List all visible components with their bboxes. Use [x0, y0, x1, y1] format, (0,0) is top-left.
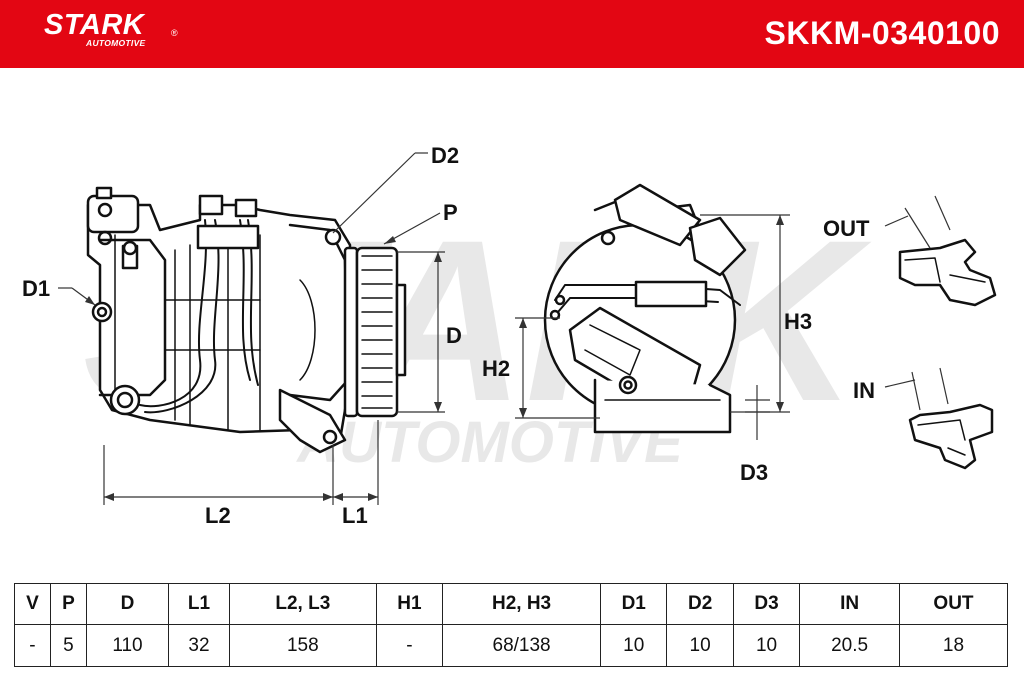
specs-header-cell: L2, L3 [228, 583, 377, 625]
brand-subtitle: AUTOMOTIVE [86, 38, 146, 48]
specs-value-cell: 158 [228, 624, 377, 667]
specs-value-cell: 20.5 [799, 624, 900, 667]
specs-value-cell: 110 [85, 624, 170, 667]
header-bar: STARK ® AUTOMOTIVE SKKM-0340100 [0, 0, 1024, 68]
part-number: SKKM-0340100 [764, 15, 1000, 51]
label-l1: L1 [342, 503, 368, 528]
specs-value-cell: - [14, 624, 51, 667]
fitting-out [898, 238, 997, 307]
label-h3: H3 [784, 309, 812, 334]
specs-header-cell: D1 [600, 583, 668, 625]
specs-header-row: V P D L1 L2, L3 H1 H2, H3 D1 D2 D3 IN OU… [14, 583, 1009, 625]
fitting-in [908, 403, 994, 470]
specs-value-cell: 18 [898, 624, 1009, 667]
label-l2: L2 [205, 503, 231, 528]
specs-header-cell: D2 [666, 583, 734, 625]
specs-header-cell: H1 [375, 583, 444, 625]
specs-value-cell: - [375, 624, 444, 667]
specs-header-cell: D [85, 583, 170, 625]
specs-header-cell: L1 [168, 583, 230, 625]
specs-header-cell: OUT [898, 583, 1009, 625]
specs-header-cell: IN [799, 583, 900, 625]
label-in: IN [853, 378, 875, 403]
compressor-side-view [86, 186, 407, 454]
dimension-arrows [85, 215, 784, 501]
technical-drawing: STARK AUTOMOTIVE [22, 143, 997, 528]
specs-value-cell: 32 [168, 624, 230, 667]
specs-value-cell: 10 [600, 624, 668, 667]
specs-value-row: - 5 110 32 158 - 68/138 10 10 10 20.5 18 [14, 624, 1009, 667]
specs-header-cell: D3 [732, 583, 801, 625]
label-d2: D2 [431, 143, 459, 168]
specs-header-cell: V [14, 583, 51, 625]
specs-value-cell: 10 [732, 624, 801, 667]
label-p: P [443, 200, 458, 225]
dimension-labels: D1 D2 P D L2 L1 H2 H3 D3 OUT IN [22, 143, 875, 528]
specs-value-cell: 5 [49, 624, 87, 667]
label-h2: H2 [482, 356, 510, 381]
specs-table: V P D L1 L2, L3 H1 H2, H3 D1 D2 D3 IN OU… [14, 583, 1009, 667]
registered-mark: ® [171, 28, 178, 38]
label-d3: D3 [740, 460, 768, 485]
brand-logo: STARK ® AUTOMOTIVE [44, 9, 178, 48]
pulley [343, 246, 407, 418]
label-d: D [446, 323, 462, 348]
specs-value-cell: 68/138 [442, 624, 602, 667]
label-out: OUT [823, 216, 870, 241]
brand-name: STARK [44, 9, 145, 41]
specs-header-cell: P [49, 583, 87, 625]
specs-header-cell: H2, H3 [442, 583, 602, 625]
label-d1: D1 [22, 276, 50, 301]
compressor-front-view [543, 183, 747, 434]
specs-value-cell: 10 [666, 624, 734, 667]
